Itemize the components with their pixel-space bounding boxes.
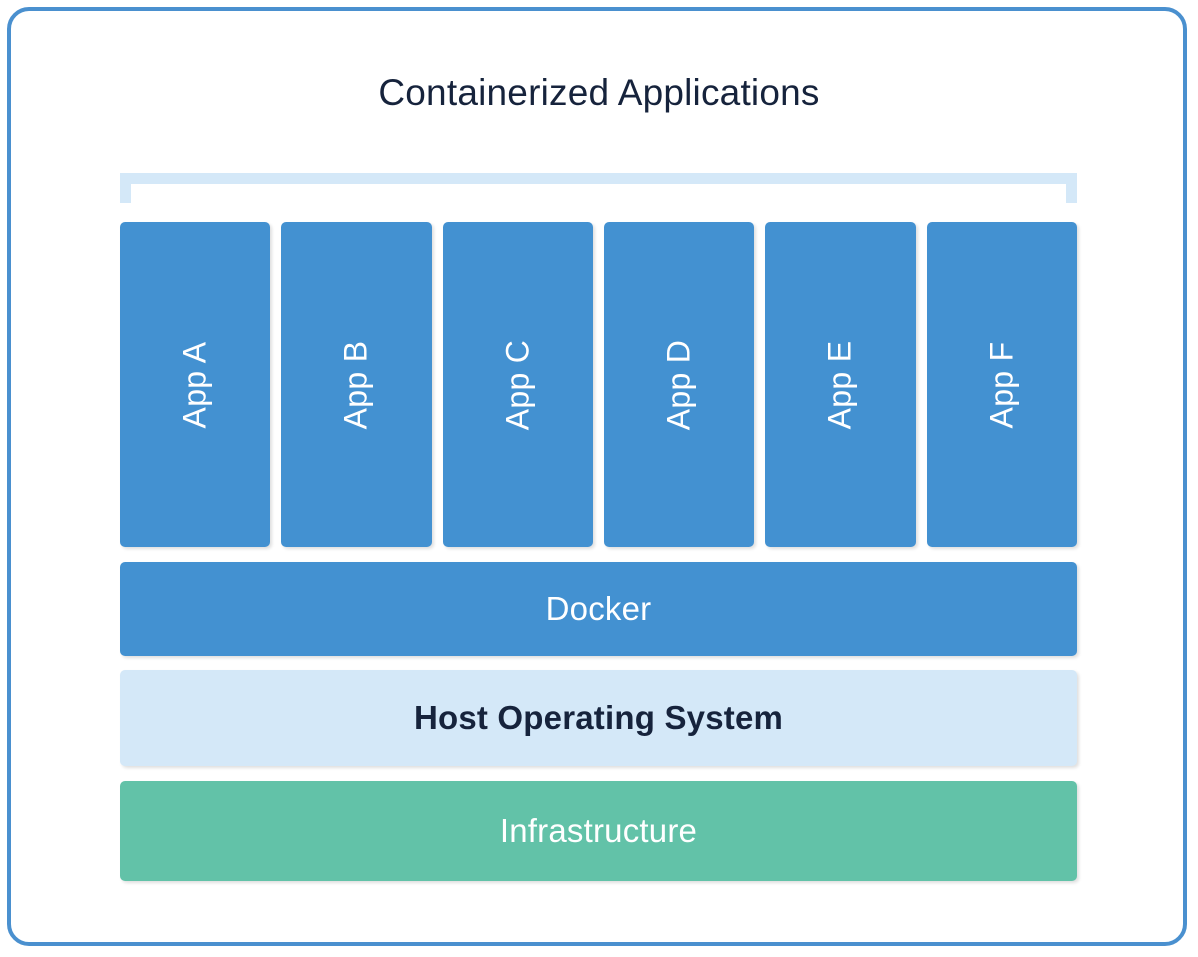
app-container-f-label: App F [983,341,1020,428]
app-container-b[interactable]: App B [281,222,432,547]
app-container-a-label: App A [176,341,213,428]
app-container-d[interactable]: App D [603,222,755,547]
app-container-f[interactable]: App F [926,222,1077,547]
bracket-top-bar [120,173,1077,184]
infrastructure-layer[interactable]: Infrastructure [120,781,1077,881]
app-container-d-label: App D [660,339,697,430]
app-container-b-label: App B [337,340,374,429]
docker-layer[interactable]: Docker [120,562,1077,656]
bracket-left-leg [120,184,131,203]
app-container-c-label: App C [499,339,536,430]
app-container-a[interactable]: App A [120,222,271,547]
bracket-right-leg [1066,184,1077,203]
app-container-row: App A App B App C App D App E App F [120,222,1077,547]
app-container-e-label: App E [821,340,858,429]
app-container-c[interactable]: App C [442,222,593,547]
page-title: Containerized Applications [378,72,820,113]
host-operating-system-layer[interactable]: Host Operating System [120,670,1077,766]
app-container-e[interactable]: App E [765,222,916,547]
containerized-applications-bracket [120,173,1077,203]
